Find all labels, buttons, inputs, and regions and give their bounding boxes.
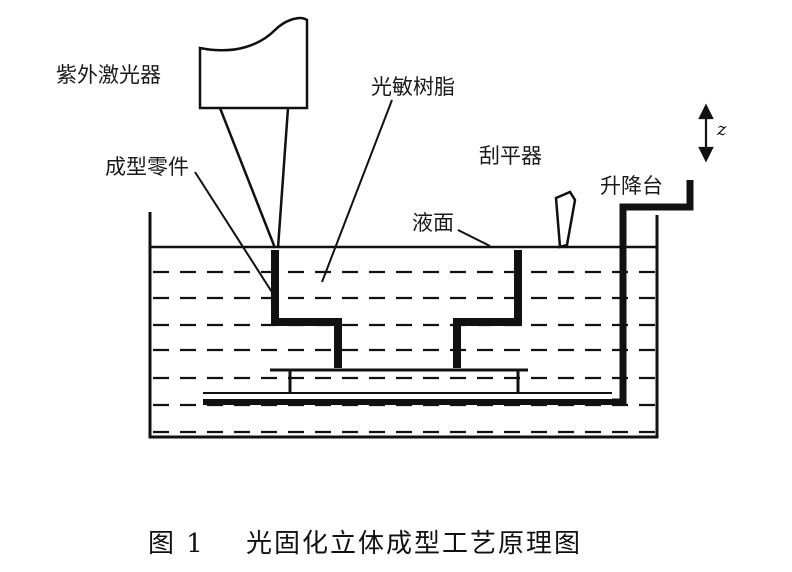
leader-formed-part xyxy=(194,171,278,301)
formed-part-shape xyxy=(271,250,522,368)
liquid-surface-label: 液面 xyxy=(412,211,454,235)
resin-dash-lines xyxy=(153,270,655,434)
scraper-blade xyxy=(554,190,577,249)
uv-laser-box xyxy=(198,16,309,110)
resin-tank xyxy=(148,212,659,439)
elevator-arm xyxy=(612,180,694,406)
uv-laser-label: 紫外激光器 xyxy=(56,63,161,87)
z-axis-arrow xyxy=(698,103,714,163)
scraper-label: 刮平器 xyxy=(479,144,542,168)
laser-beam-left xyxy=(218,107,277,249)
figure-title: 光固化立体成型工艺原理图 xyxy=(246,529,582,559)
elevator-platform xyxy=(203,399,612,405)
formed-part-label: 成型零件 xyxy=(105,155,189,179)
laser-beam-right xyxy=(276,107,290,249)
leader-liquid-surface xyxy=(457,229,491,247)
z-axis-label: z xyxy=(716,119,727,140)
photoresin-label: 光敏树脂 xyxy=(371,75,455,99)
figure-number: 图 1 xyxy=(148,529,205,559)
elevator-label: 升降台 xyxy=(600,174,663,198)
leader-photoresin xyxy=(321,99,393,283)
